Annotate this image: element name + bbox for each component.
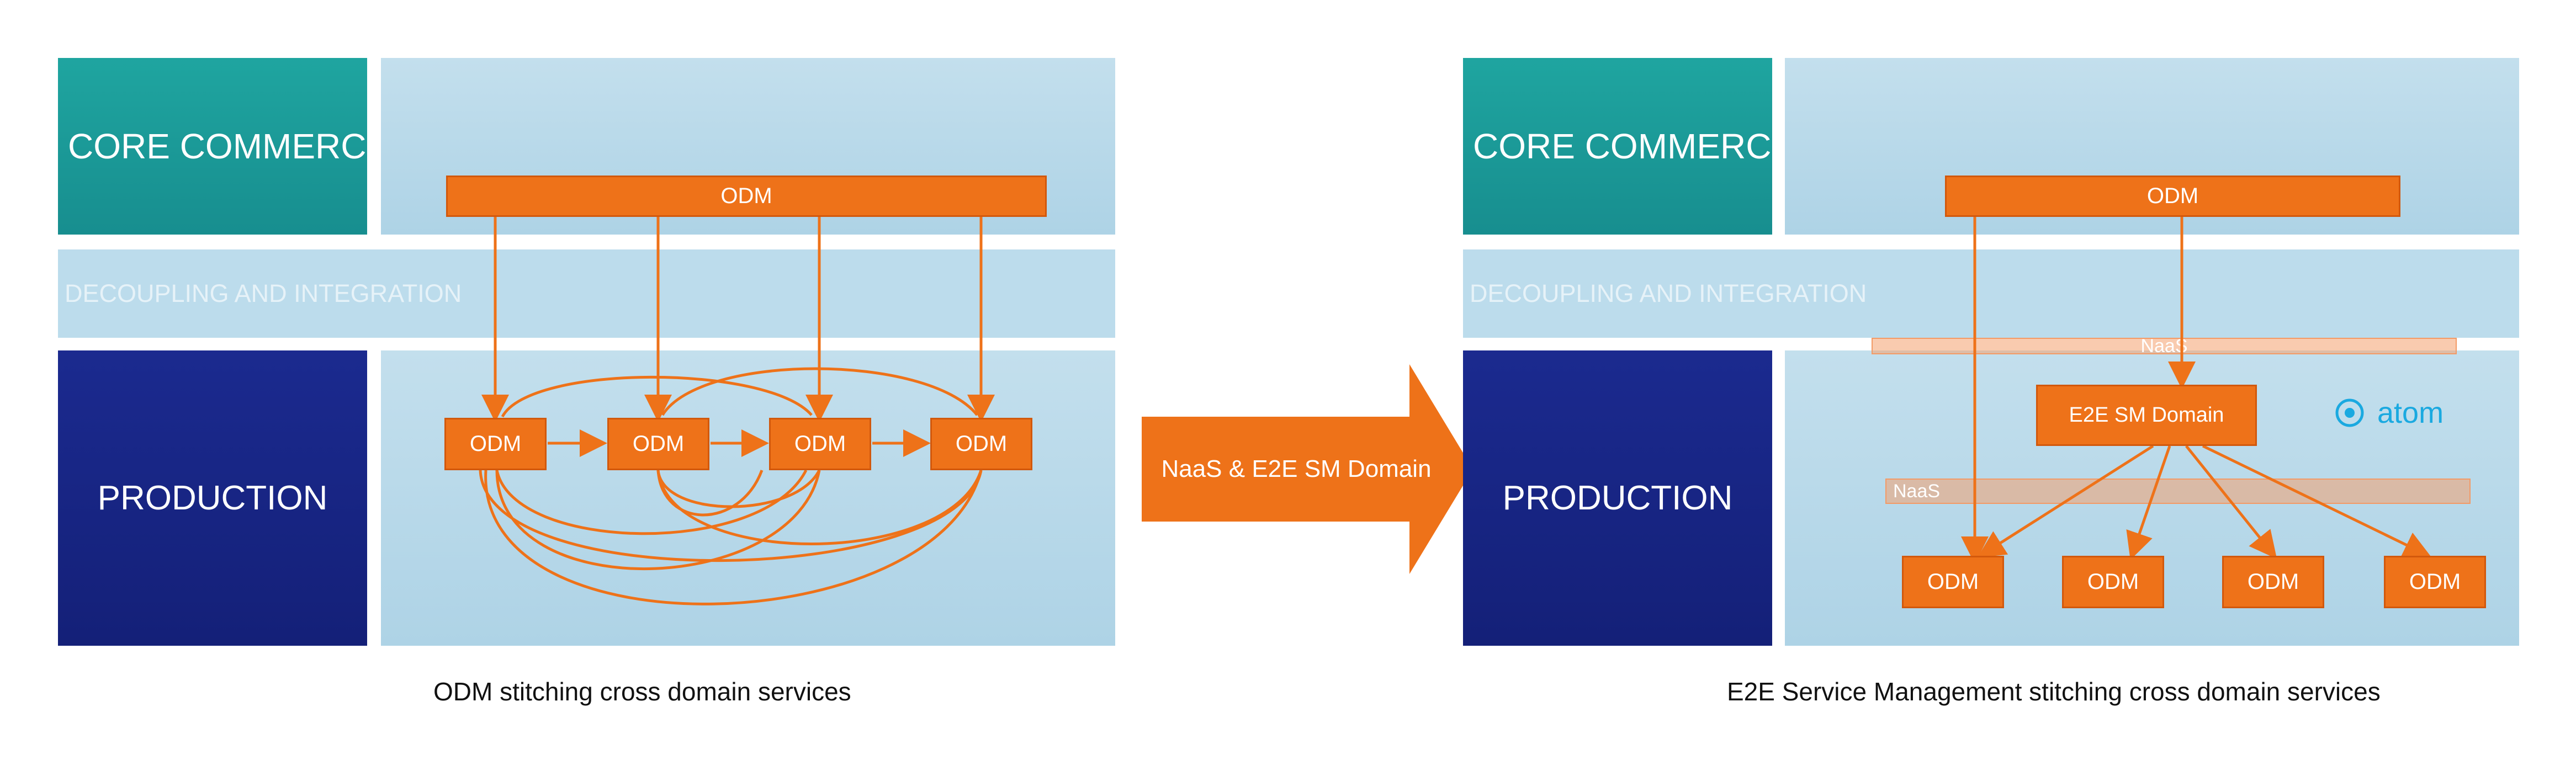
production-label: PRODUCTION [97, 479, 328, 517]
naas-top-label: NaaS [2140, 335, 2188, 357]
left-odm-4-label: ODM [955, 432, 1008, 456]
right-odm-3: ODM [2222, 556, 2324, 608]
left-odm-1-label: ODM [469, 432, 522, 456]
production-panel [381, 350, 1115, 646]
left-top-odm: ODM [446, 176, 1047, 217]
right-odm-2: ODM [2062, 556, 2164, 608]
atom-label: atom [2377, 396, 2444, 429]
left-odm-4: ODM [930, 418, 1032, 470]
right-odm-4: ODM [2384, 556, 2486, 608]
right-decoupling-band: DECOUPLING AND INTEGRATION [1463, 249, 2519, 338]
left-top-odm-label: ODM [720, 184, 772, 208]
atom-logo: atom [2334, 396, 2444, 429]
left-odm-2-label: ODM [632, 432, 685, 456]
naas-bottom-band: NaaS [1885, 479, 2471, 504]
transition-arrow-label: NaaS & E2E SM Domain [1161, 455, 1432, 482]
naas-top-band: NaaS [1872, 335, 2457, 357]
right-production-label: PRODUCTION [1502, 479, 1733, 517]
right-core-commerce-label: CORE COMMERCE [1473, 126, 1795, 166]
left-odm-3: ODM [769, 418, 871, 470]
core-commerce-label: CORE COMMERCE [68, 126, 390, 166]
decoupling-label: DECOUPLING AND INTEGRATION [65, 279, 462, 307]
left-caption: ODM stitching cross domain services [433, 677, 851, 706]
right-caption: E2E Service Management stitching cross d… [1727, 677, 2381, 706]
left-odm-2: ODM [607, 418, 709, 470]
right-odm-1: ODM [1902, 556, 2004, 608]
right-odm-3-label: ODM [2247, 570, 2299, 594]
right-decoupling-label: DECOUPLING AND INTEGRATION [1470, 279, 1867, 307]
right-odm-4-label: ODM [2409, 570, 2461, 594]
naas-bottom-label: NaaS [1893, 480, 1941, 502]
production-block: PRODUCTION [58, 350, 367, 646]
right-core-commerce-block: CORE COMMERCE [1463, 58, 1795, 235]
left-odm-3-label: ODM [794, 432, 846, 456]
right-top-odm-label: ODM [2146, 184, 2199, 208]
right-odm-1-label: ODM [1927, 570, 1979, 594]
e2e-sm-domain-label: E2E SM Domain [2069, 403, 2224, 427]
right-odm-2-label: ODM [2087, 570, 2139, 594]
e2e-sm-domain-box: E2E SM Domain [2036, 385, 2257, 446]
transition-arrow-shape [1142, 364, 1473, 574]
core-commerce-block: CORE COMMERCE [58, 58, 390, 235]
transition-arrow [1142, 364, 1473, 574]
atom-icon [2335, 398, 2364, 427]
decoupling-band: DECOUPLING AND INTEGRATION [58, 249, 1115, 338]
right-top-odm: ODM [1945, 176, 2400, 217]
right-production-block: PRODUCTION [1463, 350, 1772, 646]
left-odm-1: ODM [444, 418, 547, 470]
